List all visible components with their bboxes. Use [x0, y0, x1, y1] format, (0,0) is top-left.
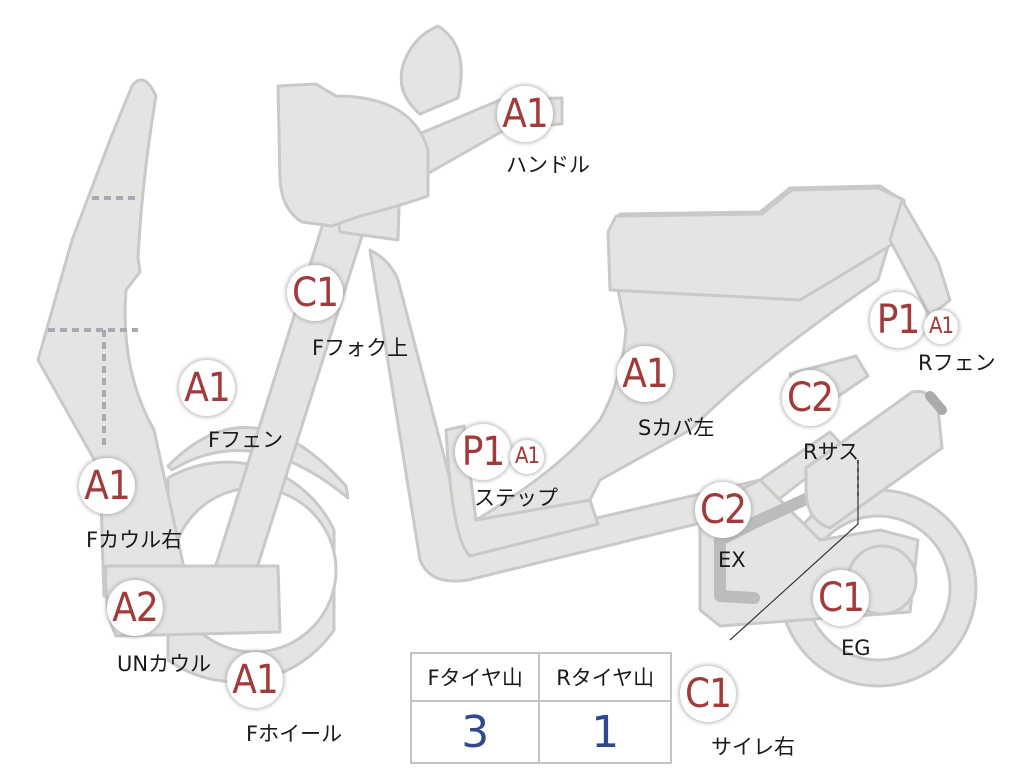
part-label-eg: EG: [841, 636, 871, 660]
grade-badge-ffender: A1: [179, 360, 235, 416]
seat-shape: [606, 186, 908, 302]
muffler-shape: [804, 389, 944, 530]
grade-badge-step-secondary: A1: [510, 440, 544, 474]
grade-badge-rsus: C2: [782, 370, 838, 426]
grade-badge-handle: A1: [497, 86, 553, 142]
grade-badge-fcowl: A1: [79, 458, 135, 514]
part-label-ffork: Fフォク上: [312, 336, 409, 360]
part-label-ffender: Fフェン: [208, 428, 284, 452]
part-label-step: ステップ: [474, 486, 558, 510]
silencer-leader-line: [729, 460, 859, 641]
part-label-silencer: サイレ右: [711, 735, 795, 759]
part-label-ex: EX: [718, 548, 746, 572]
grade-badge-eg: C1: [813, 570, 869, 626]
grade-badge-uncowl: A2: [107, 580, 163, 636]
part-label-fcowl: Fカウル右: [86, 528, 183, 552]
muffler-tip: [925, 391, 947, 415]
grade-badge-step: P1: [455, 424, 511, 480]
grade-badge-silencer: C1: [680, 666, 736, 722]
front-tire-tread-value: 3: [409, 700, 541, 764]
rear-fender-shape: [888, 198, 952, 318]
part-label-rsus: Rサス: [803, 440, 860, 464]
grade-badge-ex: C2: [695, 482, 751, 538]
front-cowl-shape: [36, 78, 186, 602]
rear-tire-tread-header: Rタイヤ山: [538, 652, 672, 702]
front-fender-shape: [166, 426, 350, 500]
grade-badge-rfender: P1: [870, 292, 926, 348]
tire-tread-table: Fタイヤ山 Rタイヤ山 3 1: [409, 652, 672, 764]
rear-tire-tread-value: 1: [538, 700, 672, 764]
part-label-uncowl: UNカウル: [117, 652, 212, 676]
grade-badge-rfender-secondary: A1: [924, 310, 958, 344]
part-label-handle: ハンドル: [506, 153, 590, 177]
step-board-shape: [444, 424, 600, 558]
grade-badge-fwheel: A1: [227, 652, 283, 708]
grade-badge-ffork: C1: [287, 265, 343, 321]
part-label-rfender: Rフェン: [918, 351, 996, 375]
front-tire-tread-header: Fタイヤ山: [409, 652, 541, 702]
headlight-cover-shape: [276, 82, 430, 228]
part-label-fwheel: Fホイール: [246, 722, 343, 746]
cowl-seam-mid: [48, 328, 138, 448]
part-label-scover: Sカバ左: [638, 416, 715, 440]
grade-badge-scover: A1: [617, 346, 673, 402]
mirror-shape: [399, 24, 463, 116]
